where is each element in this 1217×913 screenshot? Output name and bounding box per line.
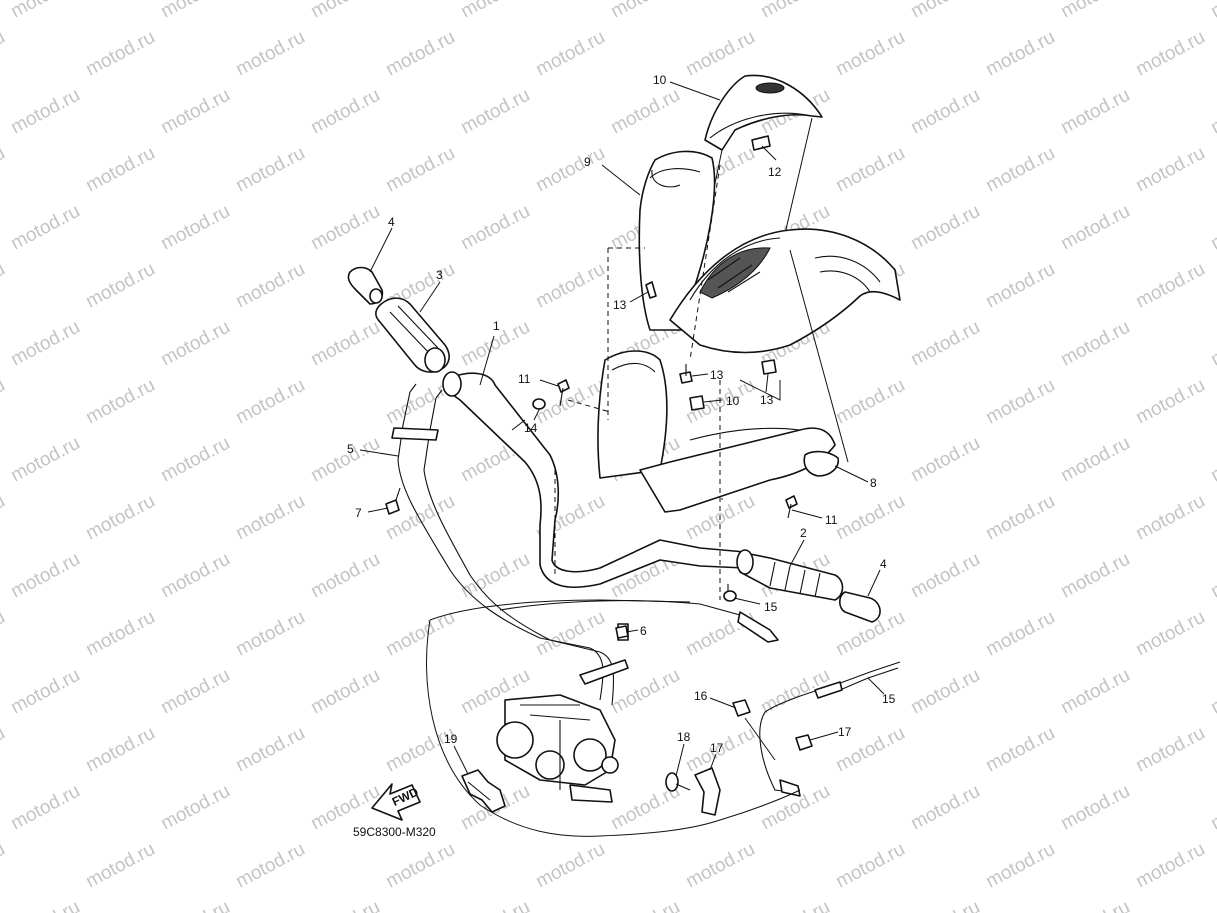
throttle-body <box>496 694 619 803</box>
inner-leg-panel <box>597 350 840 513</box>
callout-17-left: 16 <box>694 689 708 703</box>
screw-10-lower <box>785 495 798 519</box>
callout-11: 9 <box>584 155 591 169</box>
bolt-9 <box>689 395 705 411</box>
fwd-arrow: FWD <box>371 783 421 821</box>
callout-13-left: 13 <box>613 298 627 312</box>
clip-13-top <box>751 135 771 151</box>
screw-14 <box>679 364 693 384</box>
callout-3: 3 <box>436 268 443 282</box>
clip-13-left <box>645 281 657 299</box>
callout-16: 15 <box>882 692 896 706</box>
front-handlebar-cover <box>638 150 901 354</box>
clip-nut-b <box>795 734 813 751</box>
callout-leaders <box>359 81 885 777</box>
callout-10-upper: 11 <box>518 372 531 386</box>
cable-clamp <box>461 769 506 813</box>
screw-7 <box>385 487 401 515</box>
callout-17-right: 17 <box>838 725 852 739</box>
left-grip <box>375 297 450 373</box>
callout-7: 7 <box>355 506 362 520</box>
screw-6 <box>615 625 629 639</box>
clip-13-right <box>761 359 777 375</box>
callout-18: 17 <box>710 741 724 755</box>
callout-1: 1 <box>493 319 500 333</box>
nut-15-upper <box>532 398 546 410</box>
nut-15-lower <box>723 584 737 602</box>
callout-14: 13 <box>710 368 724 382</box>
upper-handlebar-cover <box>699 74 823 256</box>
left-grip-end <box>347 266 384 305</box>
callout-6: 6 <box>640 624 647 638</box>
callout-9: 10 <box>726 394 740 408</box>
seat-lock-cable <box>759 661 901 797</box>
callout-19: 18 <box>677 730 691 744</box>
clip-nut-a <box>732 699 751 717</box>
cable-guide-plate <box>694 767 721 816</box>
right-throttle-grip <box>736 549 844 601</box>
callout-10-lower: 11 <box>825 513 838 527</box>
drawing-code: 59C8300-M320 <box>353 825 436 839</box>
assembly-lines <box>426 164 849 837</box>
callout-15-upper: 14 <box>524 421 538 435</box>
callout-2: 2 <box>800 526 807 540</box>
callout-13-top: 12 <box>768 165 782 179</box>
callout-8: 8 <box>870 476 877 490</box>
screw-10-upper <box>557 379 570 407</box>
callout-4-right: 4 <box>880 557 887 571</box>
callout-15-lower: 15 <box>764 600 778 614</box>
callout-5: 5 <box>347 442 354 456</box>
guide-plate-bolt <box>665 772 691 792</box>
callout-20: 19 <box>444 732 458 746</box>
callout-4-left: 4 <box>388 215 395 229</box>
callout-12: 10 <box>653 73 667 87</box>
callout-13-right: 13 <box>760 393 774 407</box>
throttle-cable-assembly <box>391 383 779 706</box>
right-grip-end <box>838 591 881 623</box>
